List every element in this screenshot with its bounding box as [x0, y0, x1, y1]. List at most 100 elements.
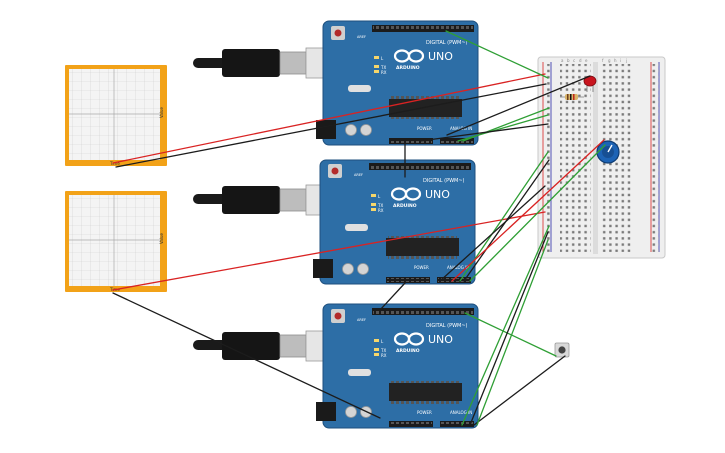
usb-cable-3 — [193, 330, 337, 362]
rx-label: RX — [381, 70, 387, 75]
led-rx — [374, 70, 379, 73]
arduino-logo-icon — [390, 187, 422, 201]
svg-text:c: c — [573, 58, 575, 63]
led-rx — [371, 208, 376, 211]
svg-text:i: i — [620, 58, 621, 63]
brand-label: ARDUINO — [396, 65, 420, 71]
brand-label: ARDUINO — [396, 348, 420, 354]
wire-black[interactable] — [473, 355, 566, 426]
aref-label: AREF — [357, 35, 366, 39]
wire-red[interactable] — [112, 73, 546, 164]
plotter-x-label: Time — [109, 161, 120, 166]
wire-green[interactable] — [464, 312, 557, 357]
tx-label: TX — [380, 348, 386, 353]
wire-green[interactable] — [462, 107, 550, 142]
capacitor — [345, 406, 357, 418]
terminal-strip-left — [560, 64, 591, 252]
aref-label: AREF — [354, 173, 363, 177]
serial-plotter-2[interactable]: Time Value — [65, 191, 167, 292]
model-label: UNO — [428, 50, 453, 63]
svg-text:h: h — [614, 58, 617, 63]
wires — [112, 30, 606, 426]
brand-label: ARDUINO — [393, 203, 417, 209]
l-label: L — [378, 194, 381, 199]
led-l — [374, 56, 379, 59]
arduino-uno-1[interactable]: DIGITAL (PWM~) AREF TX RX L ARDUINO UNO … — [316, 20, 479, 146]
wire-red[interactable] — [112, 211, 546, 291]
arduino-logo-icon — [393, 49, 425, 63]
rx-label: RX — [378, 208, 384, 213]
wire-black[interactable] — [439, 185, 546, 282]
usb-cable-2 — [193, 184, 337, 216]
svg-text:f: f — [602, 58, 604, 63]
model-label: UNO — [428, 333, 453, 346]
wire-green[interactable] — [445, 30, 549, 79]
arduino-uno-2[interactable]: DIGITAL (PWM~) AREF TX RX L ARDUINO UNO … — [313, 159, 476, 285]
power-label: POWER — [417, 410, 432, 415]
dc-jack — [316, 402, 336, 421]
serial-plotter-1[interactable]: Time Value — [65, 65, 167, 166]
digital-label: DIGITAL (PWM~) — [426, 40, 468, 46]
svg-text:j: j — [625, 58, 627, 63]
svg-text:g: g — [608, 58, 611, 63]
power-label: POWER — [414, 265, 429, 270]
analog-label: ANALOG IN — [450, 410, 472, 415]
wire-green[interactable] — [469, 144, 606, 282]
crystal — [348, 85, 371, 92]
atmega-chip — [386, 238, 459, 256]
svg-text:e: e — [585, 58, 588, 63]
wire-black[interactable] — [379, 282, 406, 311]
reset-button[interactable] — [334, 29, 342, 37]
capacitor — [360, 124, 372, 136]
atmega-chip — [389, 383, 462, 401]
potentiometer[interactable] — [596, 140, 620, 164]
led-l — [374, 339, 379, 342]
led-l — [371, 194, 376, 197]
power-rail-holes — [544, 64, 551, 252]
wire-red[interactable] — [451, 139, 605, 282]
aref-label: AREF — [357, 318, 366, 322]
center-channel — [593, 62, 598, 254]
reset-button[interactable] — [334, 312, 342, 320]
arduino-uno-3[interactable]: DIGITAL (PWM~) AREF TX RX L ARDUINO UNO … — [316, 303, 479, 429]
power-label: POWER — [417, 126, 432, 131]
wire-green[interactable] — [461, 225, 550, 426]
capacitor — [357, 263, 369, 275]
wire-green[interactable] — [476, 239, 549, 426]
dc-jack — [313, 259, 333, 278]
l-label: L — [381, 56, 384, 61]
wire-black[interactable] — [446, 75, 591, 136]
reset-button[interactable] — [331, 167, 339, 175]
digital-label: DIGITAL (PWM~) — [426, 323, 468, 329]
l-label: L — [381, 339, 384, 344]
capacitor — [342, 263, 354, 275]
plotter-y-label: Value — [159, 232, 164, 244]
model-label: UNO — [425, 188, 450, 201]
column-letters: a b c d e f g h i j — [561, 58, 627, 63]
tx-label: TX — [377, 203, 383, 208]
wire-black[interactable] — [419, 123, 549, 142]
svg-text:b: b — [567, 58, 570, 63]
led-tx — [374, 348, 379, 351]
wire-black[interactable] — [112, 292, 381, 419]
dc-jack — [316, 120, 336, 139]
led-rx — [374, 353, 379, 356]
led-tx — [371, 203, 376, 206]
svg-text:d: d — [579, 58, 582, 63]
led-tx — [374, 65, 379, 68]
arduino-logo-icon — [393, 332, 425, 346]
wire-black[interactable] — [115, 83, 547, 168]
capacitor — [345, 124, 357, 136]
power-rail-holes — [652, 64, 659, 252]
wire-black[interactable] — [469, 231, 549, 426]
analog-label: ANALOG IN — [447, 265, 469, 270]
usb-cable-1 — [193, 47, 337, 79]
crystal — [348, 369, 371, 376]
crystal — [345, 224, 368, 231]
plotter-y-label: Value — [159, 106, 164, 118]
rx-label: RX — [381, 353, 387, 358]
svg-text:a: a — [561, 58, 564, 63]
push-button[interactable] — [554, 342, 570, 358]
resistor[interactable] — [560, 94, 584, 100]
